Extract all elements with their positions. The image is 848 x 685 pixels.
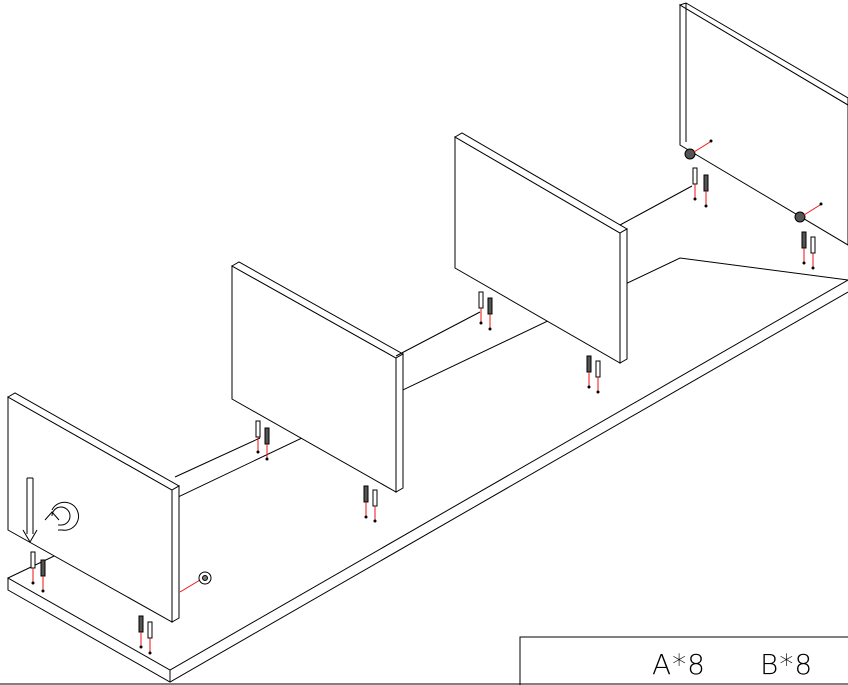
side-panel-3: [453, 132, 629, 364]
cam-lock-2: [684, 139, 713, 160]
dowel-group-7: [692, 167, 709, 208]
down-arrow-icon: [22, 477, 38, 543]
rotate-arrow-icon: [44, 501, 80, 531]
dowel-group-4: [363, 485, 378, 523]
dowel-group-5: [478, 291, 493, 331]
alignment-lines: [174, 185, 693, 478]
part-b-count: B*8: [760, 648, 814, 681]
dowel-group-3: [255, 420, 270, 461]
parts-legend-box: [519, 636, 848, 685]
cam-lock-1: [179, 571, 212, 593]
dowel-group-6: [586, 355, 601, 394]
side-panel-2: [230, 261, 405, 493]
dowel-group-2: [138, 615, 153, 655]
dowel-group-8: [801, 231, 816, 270]
base-board: [6, 257, 848, 683]
part-a-count: A*8: [652, 648, 706, 681]
cam-lock-3: [794, 202, 823, 223]
dowel-group-1: [30, 551, 46, 593]
side-panel-4: [678, 2, 848, 246]
side-panel-1: [6, 392, 181, 623]
